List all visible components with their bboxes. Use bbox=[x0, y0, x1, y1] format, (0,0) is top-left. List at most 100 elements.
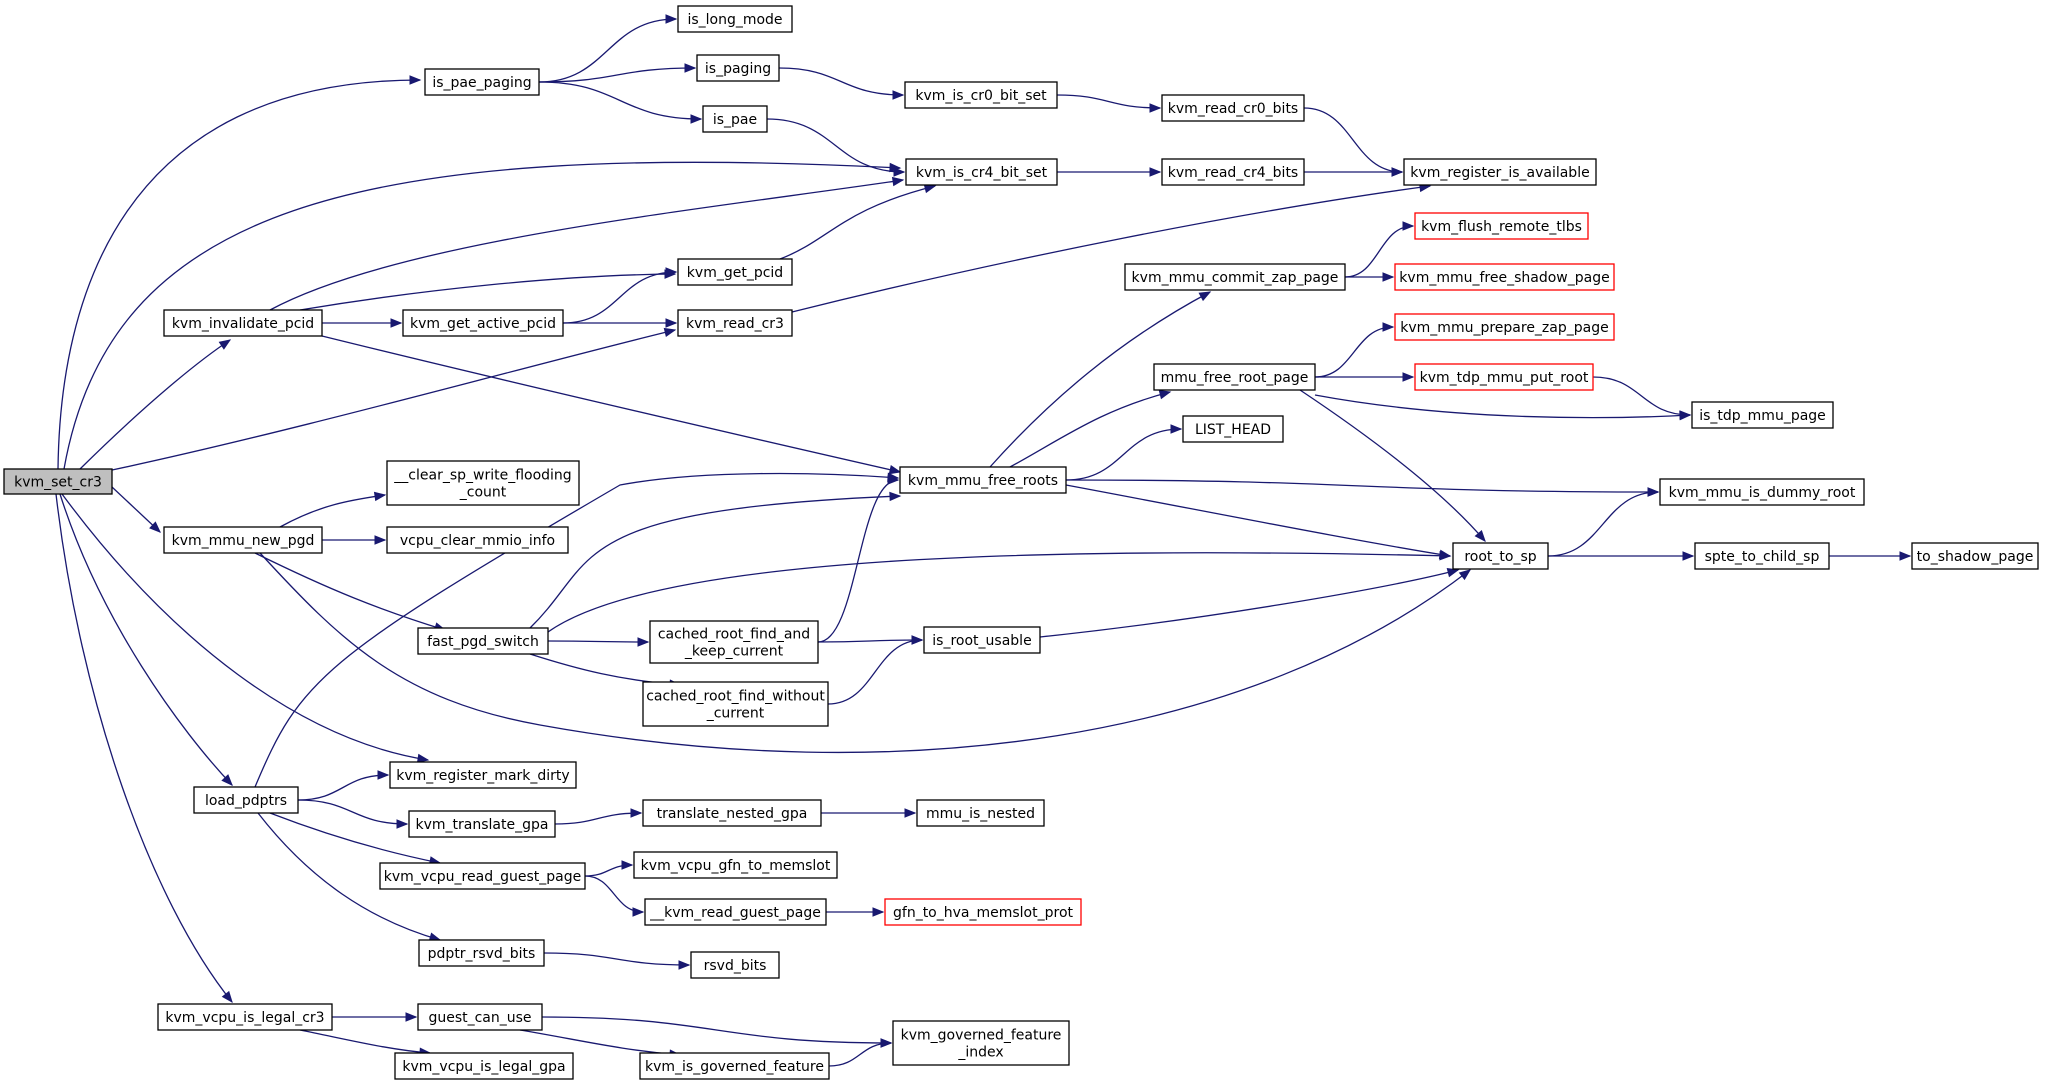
node-box bbox=[424, 68, 540, 96]
edge-kvm_get_pcid-to-kvm_is_cr4_bit_set bbox=[779, 185, 936, 260]
edge-fast_pgd_switch-to-root_to_sp-arrowhead bbox=[1439, 551, 1452, 561]
node-box bbox=[394, 1052, 574, 1080]
node-kvm-mmu-is-dummy-root[interactable]: kvm_mmu_is_dummy_root bbox=[1659, 478, 1865, 506]
node-label: kvm_mmu_free_shadow_page bbox=[1399, 270, 1609, 286]
edge-is_paging-to-kvm_is_cr0_bit_set bbox=[778, 67, 904, 96]
node-kvm-get-active-pcid[interactable]: kvm_get_active_pcid bbox=[402, 309, 564, 337]
node-kvm-mmu-free-shadow-page[interactable]: kvm_mmu_free_shadow_page bbox=[1394, 263, 1615, 291]
node-to-shadow-page[interactable]: to_shadow_page bbox=[1911, 542, 2039, 570]
edge-kvm_tdp_mmu_put_root-to-is_tdp_mmu_page bbox=[1592, 376, 1691, 416]
node-label: to_shadow_page bbox=[1917, 549, 2034, 565]
node-label: translate_nested_gpa bbox=[657, 806, 808, 822]
node-load-pdptrs[interactable]: load_pdptrs bbox=[193, 786, 299, 814]
node-kvm-read-cr3[interactable]: kvm_read_cr3 bbox=[677, 309, 793, 337]
node-box bbox=[1691, 401, 1834, 429]
edge-cached_root_find_without_current-to-is_root_usable-arrowhead bbox=[911, 635, 924, 645]
node-kvm-read-cr4-bits[interactable]: kvm_read_cr4_bits bbox=[1161, 158, 1305, 186]
edge-kvm_set_cr3-to-kvm_mmu_new_pgd-arrowhead bbox=[149, 521, 161, 533]
node-gfn-to-hva-memslot-prot[interactable]: gfn_to_hva_memslot_prot bbox=[884, 898, 1082, 926]
node-kvm-vcpu-gfn-to-memslot[interactable]: kvm_vcpu_gfn_to_memslot bbox=[633, 851, 838, 879]
node-kvm-mmu-new-pgd[interactable]: kvm_mmu_new_pgd bbox=[163, 526, 323, 554]
edge-kvm_set_cr3-to-kvm_read_cr3 bbox=[111, 329, 676, 471]
node-kvm-is-governed-feature[interactable]: kvm_is_governed_feature bbox=[639, 1052, 830, 1080]
node-box bbox=[1153, 363, 1316, 391]
edge-kvm_set_cr3-to-is_pae_paging bbox=[57, 79, 421, 470]
node-box bbox=[1694, 542, 1830, 570]
edge-fast_pgd_switch-to-cached_root_find_and_keep_current bbox=[547, 640, 649, 643]
node-guest-can-use[interactable]: guest_can_use bbox=[417, 1003, 543, 1031]
edge-kvm_tdp_mmu_put_root-to-is_tdp_mmu_page-arrowhead bbox=[1679, 410, 1692, 420]
edge-is_paging-to-kvm_is_cr0_bit_set-arrowhead bbox=[892, 90, 905, 100]
edge-is_pae_paging-to-is_paging-arrowhead bbox=[684, 63, 697, 73]
node-label: kvm_mmu_is_dummy_root bbox=[1669, 485, 1856, 501]
node-kvm-translate-gpa[interactable]: kvm_translate_gpa bbox=[408, 810, 556, 838]
node-is-tdp-mmu-page[interactable]: is_tdp_mmu_page bbox=[1691, 401, 1834, 429]
node-cached-root-find-and-keep-current[interactable]: cached_root_find_and_keep_current bbox=[649, 620, 819, 664]
node-mmu-is-nested[interactable]: mmu_is_nested bbox=[916, 799, 1045, 827]
node-kvm-mmu-commit-zap-page[interactable]: kvm_mmu_commit_zap_page bbox=[1124, 263, 1346, 291]
edge-kvm_mmu_free_roots-to-mmu_free_root_page-arrowhead bbox=[1158, 390, 1172, 400]
node-label: _current bbox=[706, 706, 765, 722]
node-mmu-free-root-page[interactable]: mmu_free_root_page bbox=[1153, 363, 1316, 391]
node-kvm-get-pcid[interactable]: kvm_get_pcid bbox=[677, 258, 793, 286]
node-is-paging[interactable]: is_paging bbox=[696, 54, 780, 82]
node-kvm-read-cr0-bits[interactable]: kvm_read_cr0_bits bbox=[1161, 94, 1305, 122]
node-is-long-mode[interactable]: is_long_mode bbox=[677, 5, 793, 33]
node-kvm-read-guest-page[interactable]: __kvm_read_guest_page bbox=[644, 898, 827, 926]
node-box bbox=[386, 526, 569, 554]
node-box bbox=[633, 851, 838, 879]
node-spte-to-child-sp[interactable]: spte_to_child_sp bbox=[1694, 542, 1830, 570]
node-kvm-is-cr4-bit-set[interactable]: kvm_is_cr4_bit_set bbox=[905, 158, 1058, 186]
node-box bbox=[677, 309, 793, 337]
node-kvm-governed-feature-index[interactable]: kvm_governed_feature_index bbox=[892, 1020, 1070, 1066]
edge-pdptr_rsvd_bits-to-rsvd_bits bbox=[543, 952, 690, 966]
node-label: kvm_is_governed_feature bbox=[645, 1059, 824, 1075]
edge-kvm_translate_gpa-to-translate_nested_gpa bbox=[554, 812, 642, 825]
node-box bbox=[899, 466, 1067, 494]
node-fast-pgd-switch[interactable]: fast_pgd_switch bbox=[417, 627, 549, 655]
edge-kvm_set_cr3-to-is_pae_paging-arrowhead bbox=[409, 75, 422, 85]
node-pdptr-rsvd-bits[interactable]: pdptr_rsvd_bits bbox=[418, 939, 545, 967]
node-kvm-vcpu-read-guest-page[interactable]: kvm_vcpu_read_guest_page bbox=[379, 862, 586, 890]
node-kvm-vcpu-is-legal-cr3[interactable]: kvm_vcpu_is_legal_cr3 bbox=[157, 1003, 333, 1031]
node-box bbox=[677, 258, 793, 286]
node-rsvd-bits[interactable]: rsvd_bits bbox=[690, 951, 780, 979]
node-label: is_paging bbox=[705, 61, 771, 77]
node-label: _count bbox=[459, 485, 507, 501]
node-box bbox=[696, 54, 780, 82]
edge-root_to_sp-to-spte_to_child_sp-arrowhead bbox=[1682, 551, 1695, 561]
node-kvm-tdp-mmu-put-root[interactable]: kvm_tdp_mmu_put_root bbox=[1414, 363, 1594, 391]
node-is-pae[interactable]: is_pae bbox=[702, 105, 768, 133]
edge-kvm_vcpu_is_legal_cr3-to-kvm_vcpu_is_legal_gpa bbox=[299, 1029, 431, 1054]
edge-kvm_set_cr3-to-kvm_register_mark_dirty-arrowhead bbox=[416, 753, 430, 764]
node-kvm-is-cr0-bit-set[interactable]: kvm_is_cr0_bit_set bbox=[904, 81, 1058, 109]
edge-kvm_invalidate_pcid-to-kvm_mmu_free_roots-arrowhead bbox=[888, 465, 902, 475]
edge-kvm_translate_gpa-to-translate_nested_gpa-arrowhead bbox=[630, 808, 643, 818]
node-clear-sp-write-flooding-count[interactable]: __clear_sp_write_flooding_count bbox=[386, 460, 580, 506]
node-vcpu-clear-mmio-info[interactable]: vcpu_clear_mmio_info bbox=[386, 526, 569, 554]
node-kvm-mmu-free-roots[interactable]: kvm_mmu_free_roots bbox=[899, 466, 1067, 494]
node-box bbox=[1414, 212, 1589, 240]
edge-kvm_is_cr0_bit_set-to-kvm_read_cr0_bits-arrowhead bbox=[1149, 103, 1162, 113]
node-LIST-HEAD[interactable]: LIST_HEAD bbox=[1182, 415, 1284, 443]
node-translate-nested-gpa[interactable]: translate_nested_gpa bbox=[642, 799, 822, 827]
edge-kvm_mmu_free_roots-to-kvm_mmu_commit_zap_page-arrowhead bbox=[1198, 291, 1212, 302]
node-is-root-usable[interactable]: is_root_usable bbox=[923, 626, 1041, 654]
node-kvm-register-mark-dirty[interactable]: kvm_register_mark_dirty bbox=[389, 761, 577, 789]
node-label: mmu_free_root_page bbox=[1161, 370, 1309, 386]
node-kvm-register-is-available[interactable]: kvm_register_is_available bbox=[1403, 158, 1597, 186]
node-kvm-flush-remote-tlbs[interactable]: kvm_flush_remote_tlbs bbox=[1414, 212, 1589, 240]
node-kvm-mmu-prepare-zap-page[interactable]: kvm_mmu_prepare_zap_page bbox=[1394, 313, 1615, 341]
node-kvm-vcpu-is-legal-gpa[interactable]: kvm_vcpu_is_legal_gpa bbox=[394, 1052, 574, 1080]
edge-spte_to_child_sp-to-to_shadow_page-arrowhead bbox=[1899, 551, 1912, 561]
node-is-pae-paging[interactable]: is_pae_paging bbox=[424, 68, 540, 96]
node-box bbox=[916, 799, 1045, 827]
node-label: kvm_flush_remote_tlbs bbox=[1421, 219, 1582, 235]
node-kvm-invalidate-pcid[interactable]: kvm_invalidate_pcid bbox=[163, 309, 323, 337]
node-kvm-set-cr3[interactable]: kvm_set_cr3 bbox=[3, 468, 113, 495]
node-label: gfn_to_hva_memslot_prot bbox=[893, 905, 1074, 921]
node-cached-root-find-without-current[interactable]: cached_root_find_without_current bbox=[642, 681, 829, 727]
node-root-to-sp[interactable]: root_to_sp bbox=[1452, 542, 1549, 570]
node-box bbox=[1394, 313, 1615, 341]
node-label: kvm_governed_feature bbox=[901, 1028, 1062, 1044]
